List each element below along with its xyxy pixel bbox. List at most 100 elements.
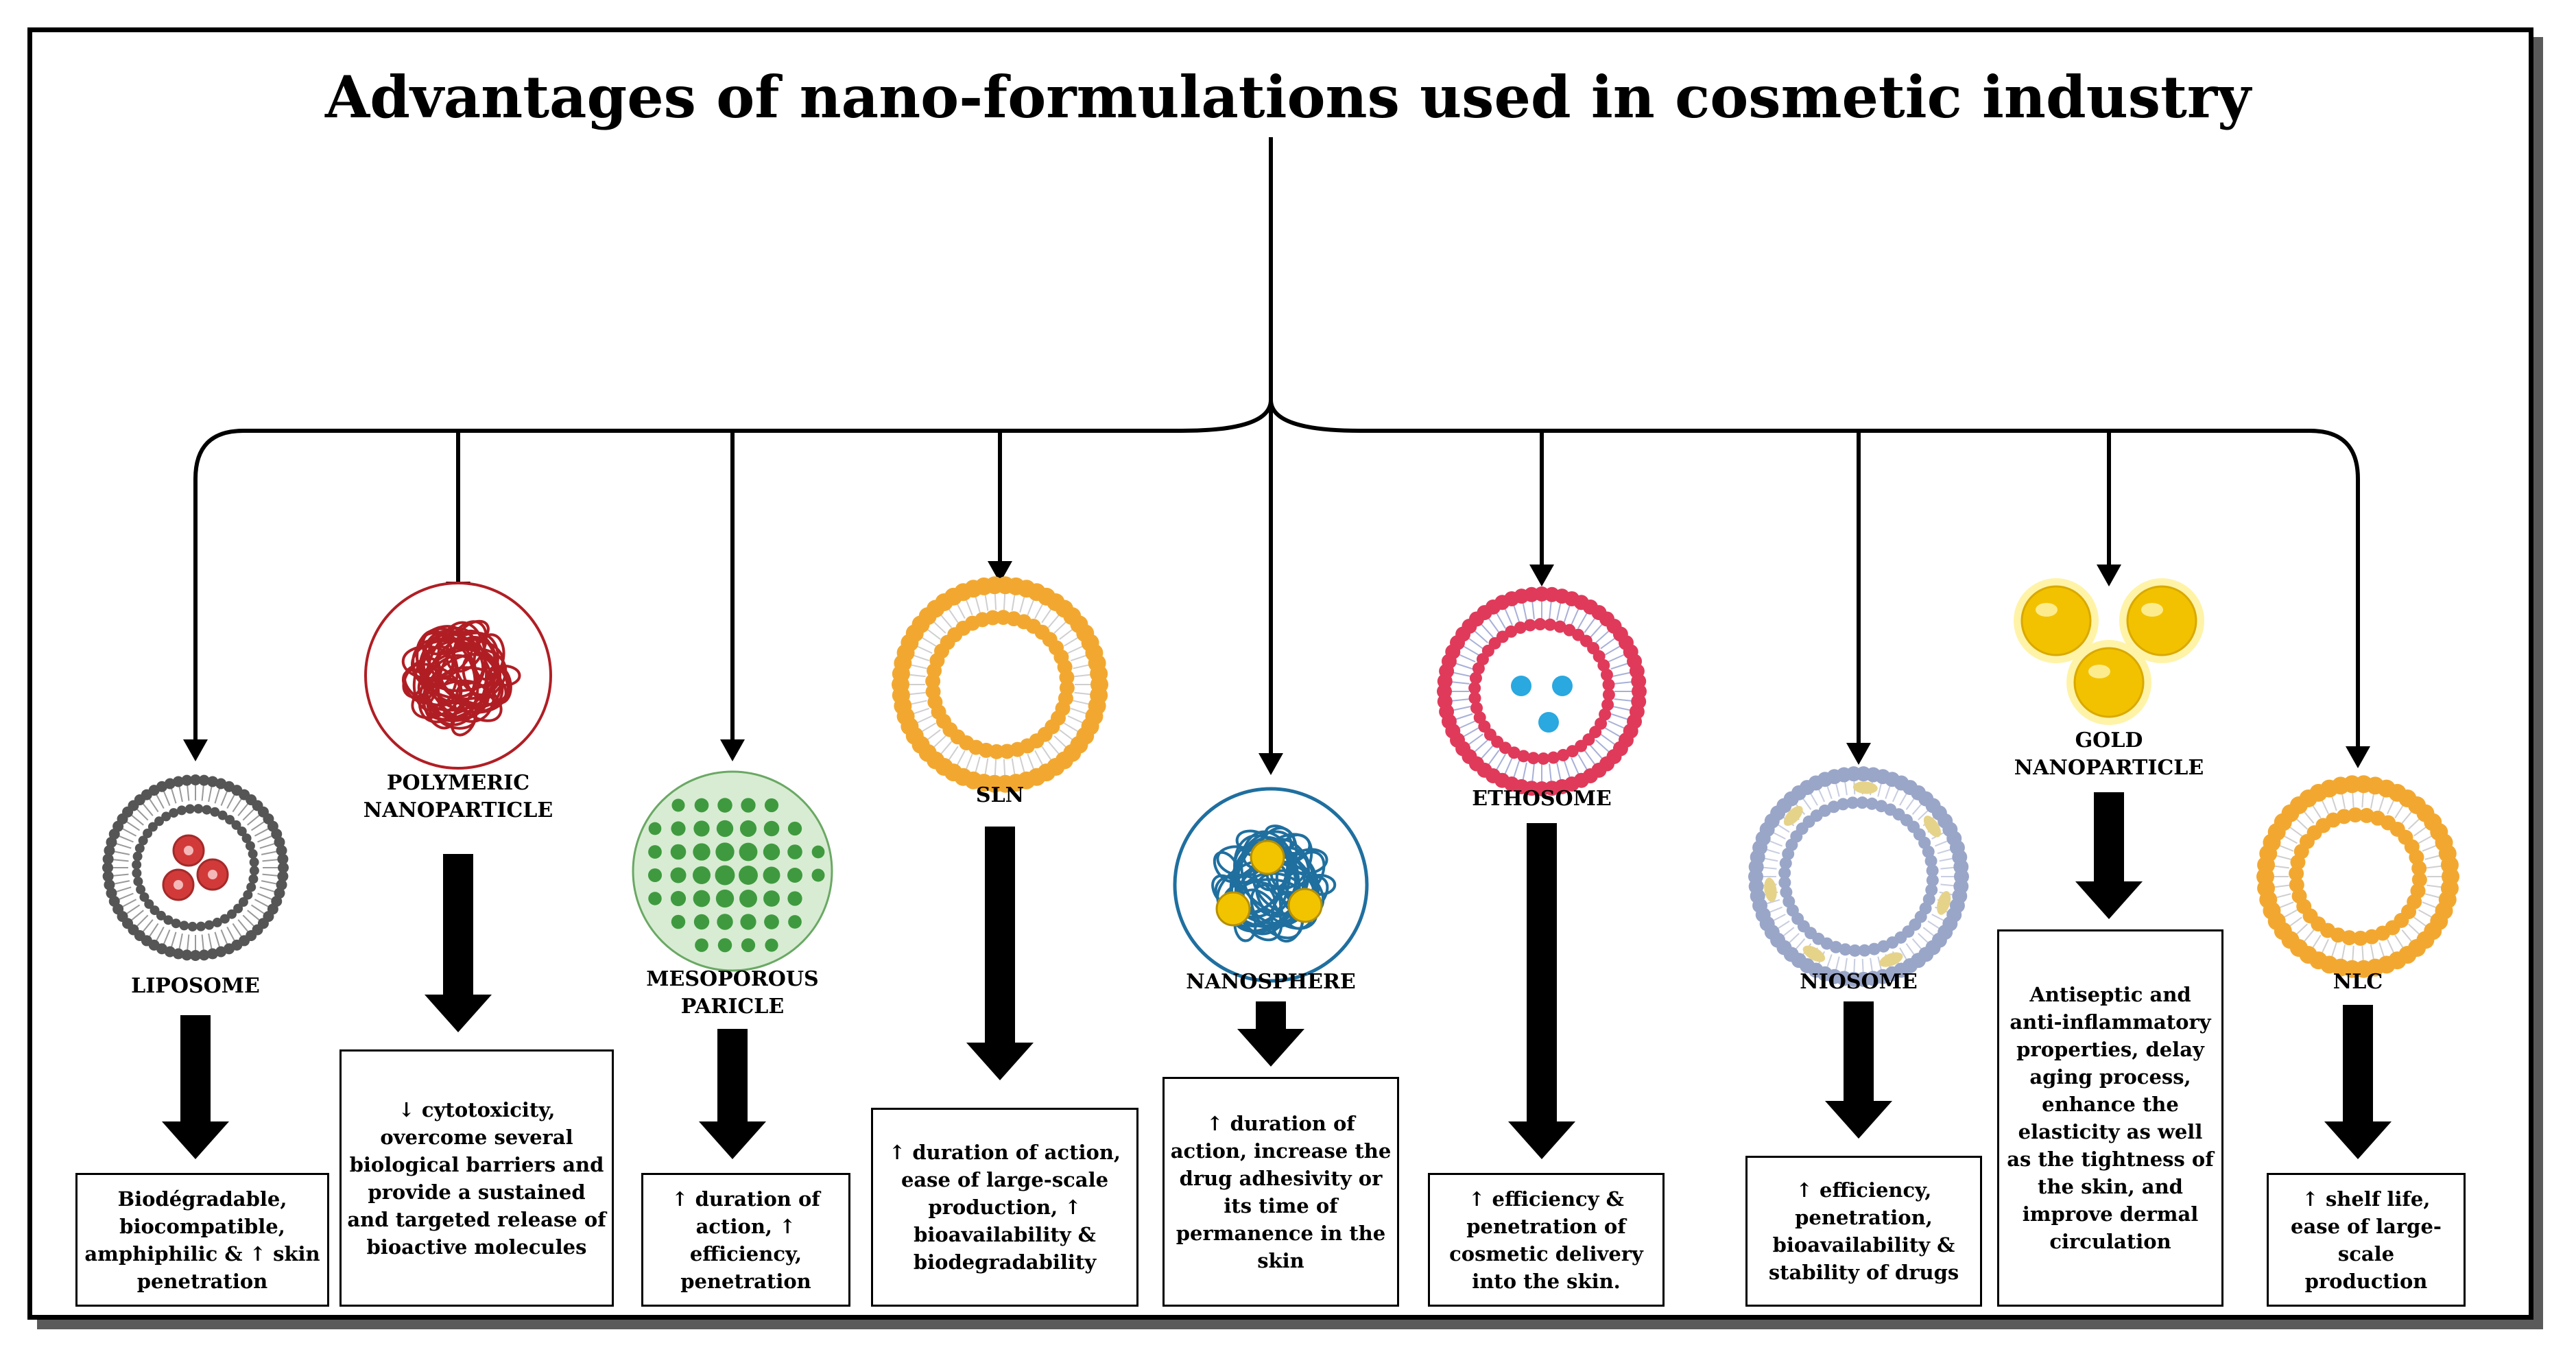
drug-molecule [1287, 888, 1323, 923]
pore [811, 845, 825, 859]
polymer-strand [437, 635, 497, 721]
pore [787, 891, 802, 906]
advantage-text-0: Biodégradable, biocompatible, amphiphili… [84, 1187, 320, 1293]
lipid-head-inner [243, 890, 253, 900]
lipid-head-inner [1544, 618, 1557, 631]
liposome-icon [102, 774, 289, 961]
advantage-text-8: ↑ shelf life, ease of large-scale produc… [2291, 1187, 2442, 1293]
pore [671, 798, 685, 812]
gold-particle [2073, 647, 2145, 718]
lipid-head-inner [1856, 796, 1869, 809]
lipid-head [173, 776, 184, 787]
lipid-head-inner [1566, 745, 1579, 758]
pore [647, 868, 663, 883]
pore [741, 798, 756, 813]
pore [692, 866, 711, 885]
pore [715, 842, 735, 862]
advantage-box-2: ↑ duration of action, ↑ efficiency, pene… [641, 1173, 850, 1307]
sln-icon [892, 576, 1108, 793]
lipid-head [190, 774, 201, 785]
pore [648, 892, 662, 905]
lipid-head-inner [1597, 658, 1610, 672]
lipid-head-inner [161, 811, 171, 822]
advantage-text-2: ↑ duration of action, ↑ efficiency, pene… [671, 1187, 820, 1293]
pore [740, 914, 756, 930]
lipid-head-inner [147, 822, 158, 832]
lipid-head-inner [171, 918, 181, 929]
lipid-head-inner [248, 874, 259, 884]
pore [765, 938, 778, 952]
lipid-head-inner [1778, 876, 1791, 889]
lipid-head-inner [176, 805, 187, 816]
lipid-head-inner [1924, 855, 1937, 868]
pore [764, 914, 779, 929]
arrow-head [183, 739, 208, 761]
polymer-strand [423, 631, 499, 717]
pore [717, 914, 733, 930]
lipid-head-inner [179, 921, 189, 931]
lipid-head [278, 862, 289, 873]
arrow-head [1846, 743, 1871, 765]
block-arrow [1237, 1001, 1304, 1067]
lipid-head-inner [241, 833, 252, 844]
arrow-head [1259, 753, 1283, 775]
pore [716, 820, 734, 838]
lipid-head-inner [185, 804, 195, 814]
lipid-head-inner [985, 610, 1001, 626]
lipid-head [2440, 856, 2459, 875]
polymer-strand [422, 630, 496, 723]
lipid-head-inner [1846, 796, 1859, 809]
arrow-head [2346, 746, 2370, 768]
lipid-head-inner [226, 909, 237, 919]
lipid-head [106, 888, 117, 899]
lipid-head-inner [143, 828, 153, 838]
lipid-head-inner [1059, 669, 1075, 685]
lipid-head-inner [1782, 895, 1796, 908]
pore [763, 820, 780, 837]
block-arrow [1825, 1001, 1892, 1139]
advantage-box-0: Biodégradable, biocompatible, amphiphili… [75, 1173, 329, 1307]
pore [648, 845, 662, 859]
lipid-head-inner [1601, 698, 1614, 711]
lipid-head [1953, 859, 1969, 875]
lipid-head-inner [132, 868, 142, 878]
lipid-head-inner [1523, 619, 1536, 632]
lipid-head-inner [2348, 807, 2363, 823]
pore [763, 866, 780, 884]
arrow-head [988, 561, 1012, 583]
lipid-head-inner [249, 866, 259, 876]
lipid-head-inner [210, 807, 220, 817]
lipid-head-inner [204, 920, 215, 930]
niosome-icon [1748, 766, 1969, 987]
lipid-head [277, 853, 289, 865]
node-label-3: SLN [975, 783, 1025, 807]
drug-molecule [1538, 712, 1559, 733]
lipid-head-inner [1839, 943, 1852, 956]
node-label-1: POLYMERIC NANOPARTICLE [363, 771, 553, 822]
drug-molecule [1923, 816, 1942, 838]
lipid-head [102, 862, 113, 873]
lipid-head-inner [237, 827, 247, 837]
node-label-8: NLC [2333, 970, 2383, 994]
advantage-box-5: ↑ efficiency & penetration of cosmetic d… [1428, 1173, 1665, 1307]
pore [787, 844, 802, 859]
gold-particle [2126, 585, 2197, 656]
node-label-4: NANOSPHERE [1186, 970, 1356, 994]
lipid-head-inner [1473, 711, 1486, 724]
lipid-head [104, 845, 115, 857]
advantage-box-8: ↑ shelf life, ease of large-scale produc… [2267, 1173, 2466, 1307]
gold-highlight [2141, 603, 2163, 617]
pore [693, 914, 710, 930]
block-arrow [2075, 792, 2143, 919]
node-label-0: LIPOSOME [131, 974, 260, 998]
brace-left [1181, 399, 1273, 433]
polymeric-nanoparticle-icon [364, 582, 552, 770]
lipid-head-inner [138, 835, 148, 846]
lipid-head-inner [217, 810, 228, 820]
lipid-head [198, 774, 210, 786]
lipid-head-inner [132, 859, 142, 870]
advantage-text-6: ↑ efficiency, penetration, bioavailabili… [1768, 1178, 1959, 1284]
lipid-head-inner [1557, 748, 1570, 761]
lipid-head-inner [212, 917, 222, 927]
